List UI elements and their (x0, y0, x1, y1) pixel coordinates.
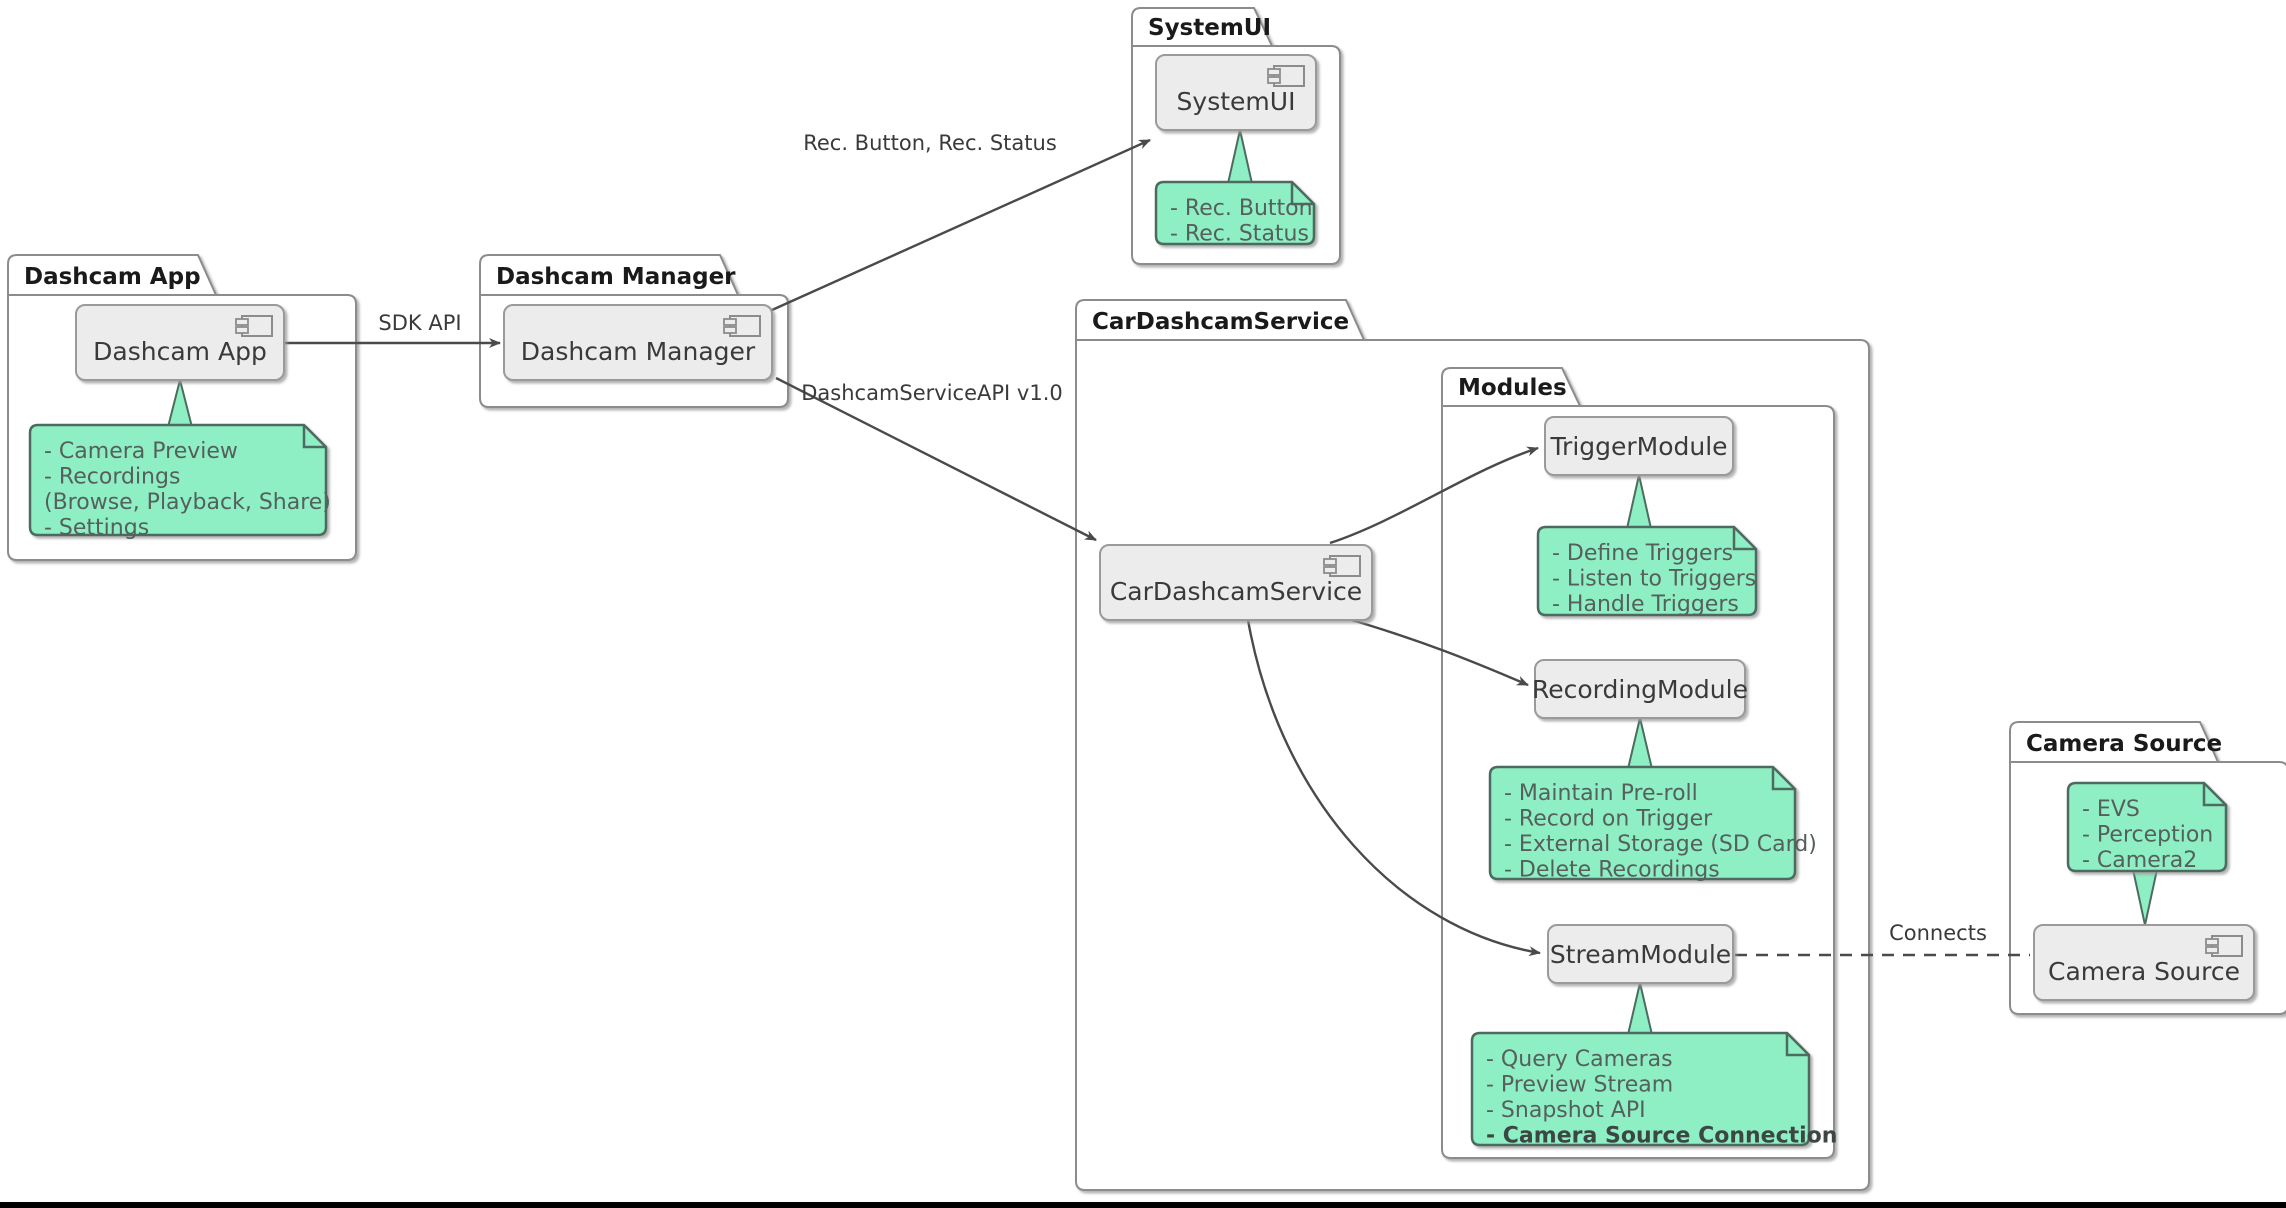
note-recordingmodule: - Maintain Pre-roll- Record on Trigger- … (1488, 717, 1817, 883)
package-title: Dashcam App (24, 264, 201, 290)
note-line: - Camera2 (2082, 848, 2197, 873)
note-dashcam-app: - Camera Preview- Recordings (Browse, Pl… (28, 379, 331, 541)
package-title: CarDashcamService (1092, 309, 1349, 335)
edge-label: DashcamServiceAPI v1.0 (801, 381, 1063, 405)
note-body (1488, 765, 1797, 881)
comp-dashcam-manager[interactable]: Dashcam Manager (503, 304, 773, 381)
component-icon-tab-bottom (1267, 76, 1281, 84)
edge-service-trigger (1329, 446, 1539, 545)
note-line: - Record on Trigger (1504, 807, 1713, 832)
note-corner-fold (1290, 182, 1314, 206)
note-body (1470, 1031, 1811, 1147)
note-body (1536, 525, 1758, 617)
component-icon-tab-top (1323, 558, 1337, 566)
component-label: CarDashcamService (1110, 577, 1362, 606)
package-title: Camera Source (2026, 731, 2222, 757)
component-icon-body (2211, 935, 2243, 957)
note-line: - Rec. Status (1170, 222, 1309, 247)
component-icon-tab-top (235, 318, 249, 326)
note-line: - Handle Triggers (1552, 592, 1739, 617)
component-box[interactable] (1534, 659, 1746, 719)
component-label: SystemUI (1177, 87, 1296, 116)
component-icon (723, 315, 761, 337)
component-label: TriggerModule (1549, 432, 1727, 461)
component-label: RecordingModule (1532, 675, 1748, 704)
package-title: Dashcam Manager (496, 264, 736, 290)
comp-streammodule[interactable]: StreamModule (1547, 924, 1734, 984)
note-camera-source: - EVS- Perception- Camera2 (2066, 781, 2228, 926)
component-icon-body (1273, 65, 1305, 87)
note-body (28, 423, 328, 537)
note-line: - Query Cameras (1486, 1047, 1673, 1072)
note-line: - Delete Recordings (1504, 858, 1720, 883)
note-line: - External Storage (SD Card) (1504, 832, 1817, 857)
component-icon (2205, 935, 2243, 957)
component-box[interactable] (1544, 416, 1734, 476)
comp-camera-source[interactable]: Camera Source (2033, 924, 2255, 1001)
edge-service-stream (1246, 619, 1541, 957)
edge-dashcamserviceapi (775, 376, 1097, 542)
note-line: - Settings (44, 516, 149, 541)
edge-rec-button-status (771, 138, 1151, 312)
component-label: Dashcam App (93, 337, 267, 366)
note-corner-fold (1785, 1033, 1809, 1057)
component-box[interactable] (2033, 924, 2255, 1001)
edge-label: SDK API (378, 311, 461, 335)
note-triggermodule: - Define Triggers- Listen to Triggers- H… (1536, 474, 1758, 617)
window-bottom-bar (0, 1202, 2286, 1208)
note-line: - EVS (2082, 797, 2140, 822)
component-icon-body (1329, 555, 1361, 577)
note-line: - Recordings (44, 465, 180, 490)
edge-label: Rec. Button, Rec. Status (803, 131, 1057, 155)
note-streammodule: - Query Cameras- Preview Stream- Snapsho… (1470, 982, 1837, 1149)
edge-label: Connects (1889, 921, 1987, 945)
note-corner-fold (2202, 783, 2226, 807)
component-box[interactable] (1099, 544, 1373, 621)
component-icon (1323, 555, 1361, 577)
component-icon-tab-bottom (1323, 566, 1337, 574)
component-icon-tab-top (1267, 68, 1281, 76)
note-body (1154, 180, 1316, 246)
package-title: Modules (1458, 375, 1567, 401)
note-line: - Camera Preview (44, 439, 238, 464)
component-icon-body (729, 315, 761, 337)
component-icon-tab-top (723, 318, 737, 326)
component-icon-tab-bottom (2205, 946, 2219, 954)
note-line: - Perception (2082, 823, 2213, 848)
note-corner-fold (1771, 767, 1795, 791)
note-line: - Listen to Triggers (1552, 567, 1756, 592)
component-label: StreamModule (1550, 940, 1731, 969)
note-line: - Snapshot API (1486, 1098, 1646, 1123)
component-box[interactable] (75, 304, 285, 381)
component-icon-tab-bottom (235, 326, 249, 334)
note-line: (Browse, Playback, Share) (44, 490, 331, 515)
edge-service-recording (1344, 616, 1529, 687)
note-line: - Preview Stream (1486, 1073, 1673, 1098)
component-icon-tab-top (2205, 938, 2219, 946)
comp-recordingmodule[interactable]: RecordingModule (1532, 659, 1748, 719)
note-line: - Maintain Pre-roll (1504, 781, 1698, 806)
component-icon (235, 315, 273, 337)
note-line: - Define Triggers (1552, 541, 1733, 566)
note-line: - Rec. Button (1170, 196, 1313, 221)
comp-dashcam-app[interactable]: Dashcam App (75, 304, 285, 381)
component-icon-body (241, 315, 273, 337)
comp-triggermodule[interactable]: TriggerModule (1544, 416, 1734, 476)
comp-cardashcamservice[interactable]: CarDashcamService (1099, 544, 1373, 621)
component-icon-tab-bottom (723, 326, 737, 334)
component-box[interactable] (1547, 924, 1734, 984)
note-body (2066, 781, 2228, 873)
component-label: Dashcam Manager (521, 337, 756, 366)
note-systemui: - Rec. Button- Rec. Status (1154, 129, 1316, 247)
component-icon (1267, 65, 1305, 87)
package-title: SystemUI (1148, 15, 1271, 41)
component-box[interactable] (503, 304, 773, 381)
note-corner-fold (1732, 527, 1756, 551)
comp-systemui[interactable]: SystemUI (1155, 54, 1317, 131)
note-corner-fold (302, 425, 326, 449)
note-line: - Camera Source Connection (1486, 1124, 1837, 1149)
component-label: Camera Source (2048, 957, 2240, 986)
